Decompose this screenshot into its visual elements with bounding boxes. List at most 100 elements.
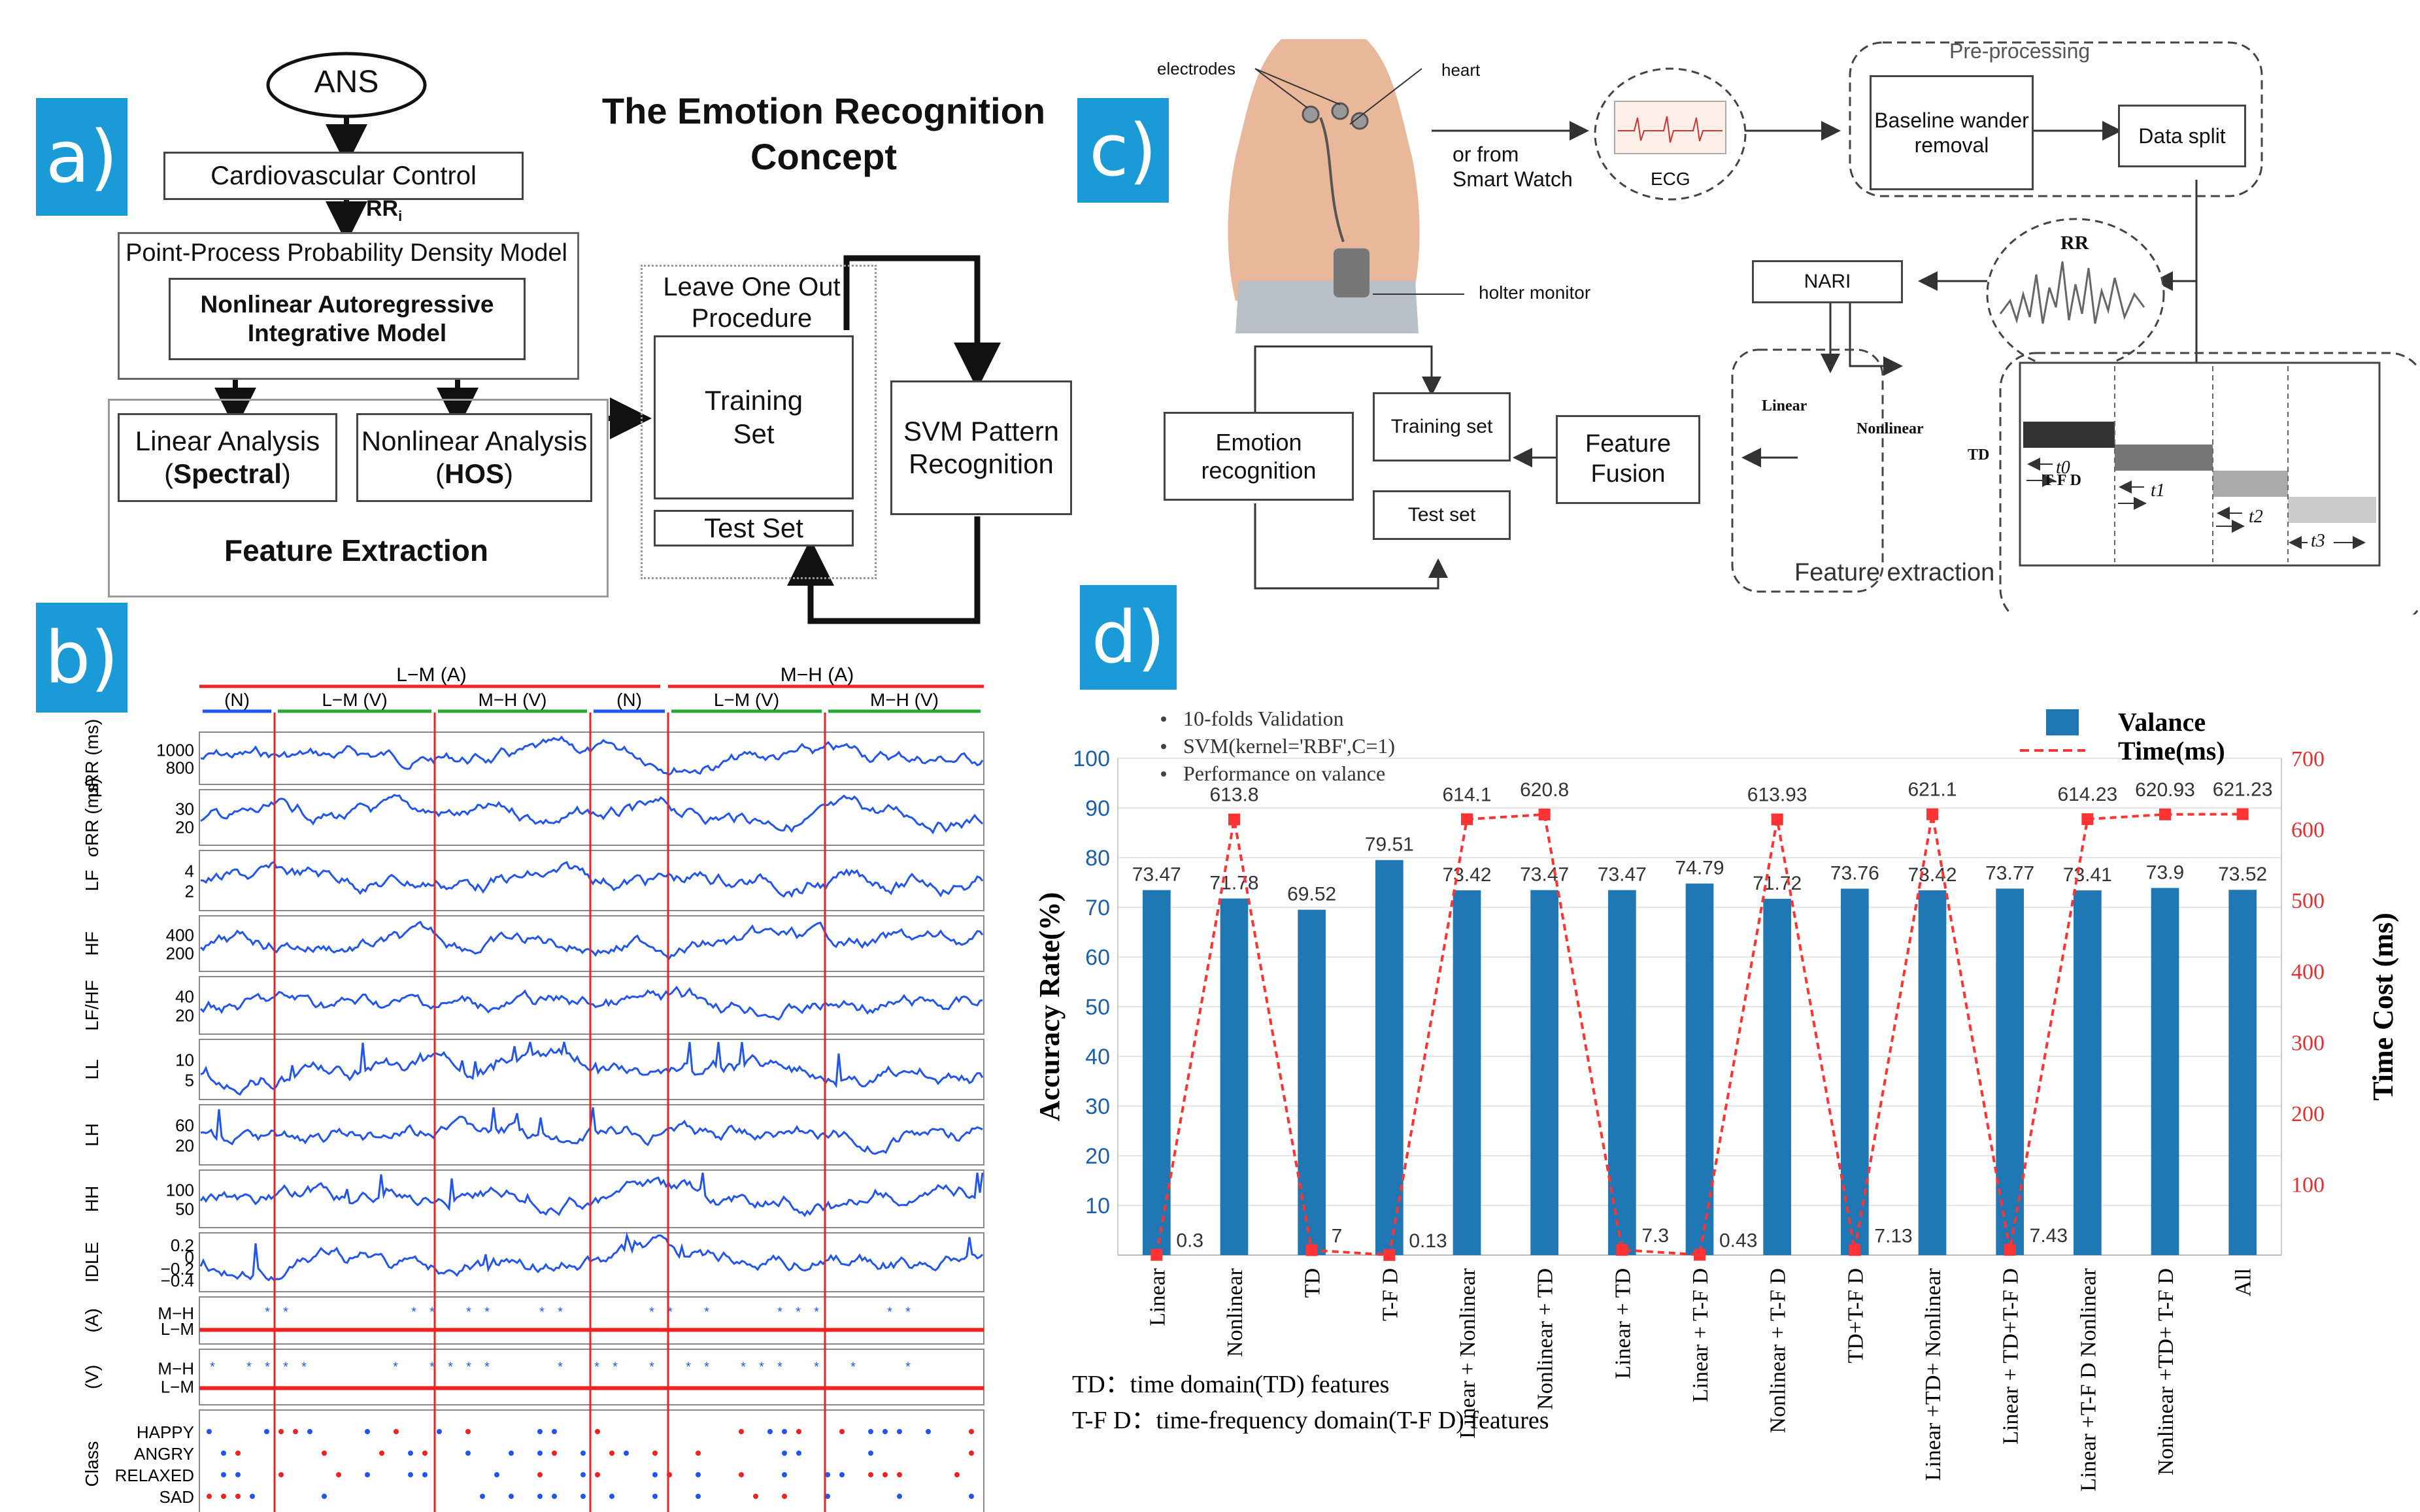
category-label-9: TD+T-F D <box>1843 1268 1868 1363</box>
bar-label-9: 73.76 <box>1830 862 1879 884</box>
class-dot <box>868 1451 873 1456</box>
marker-10: * <box>210 1360 215 1375</box>
linear-block-label: Linear <box>1762 397 1807 414</box>
class-dot <box>839 1472 845 1477</box>
top-label-1: M−H (A) <box>781 667 854 686</box>
panel-label-b: b) <box>36 603 127 713</box>
row-1-tick-1: 20 <box>175 818 194 837</box>
marker-9: * <box>667 1305 673 1320</box>
nonlinear-analysis-sub: (HOS) <box>435 458 513 489</box>
heart-label: heart <box>1441 60 1481 80</box>
row-4-tick-1: 20 <box>175 1006 194 1026</box>
row-11-tick-0: HAPPY <box>137 1422 194 1442</box>
bar-2 <box>1298 909 1326 1255</box>
footnote-1: T-F D：time-frequency domain(T-F D) featu… <box>1072 1407 1549 1434</box>
t1-label: t1 <box>2151 480 2165 501</box>
bar-6 <box>1607 890 1636 1255</box>
feature-extraction-box <box>108 399 609 597</box>
baseline-box: Baseline wander removal <box>1870 75 2034 190</box>
footnote-0: TD：time domain(TD) features <box>1072 1371 1389 1398</box>
trace-frame-7 <box>199 1169 984 1228</box>
time-point-9 <box>1849 1244 1861 1256</box>
class-dot <box>336 1472 341 1477</box>
marker-10: * <box>613 1360 618 1375</box>
class-dot <box>365 1472 370 1477</box>
trace-2 <box>200 860 984 898</box>
y2-tick-0: 100 <box>2291 1173 2325 1197</box>
time-label-14: 621.23 <box>2213 779 2273 801</box>
class-dot <box>394 1429 399 1434</box>
row-9-tick-0: M−H <box>158 1303 194 1323</box>
class-dot <box>408 1472 413 1477</box>
sub-label-1: L−M (V) <box>322 690 387 710</box>
class-dot <box>782 1472 787 1477</box>
marker-9: * <box>411 1305 416 1320</box>
y-tick-0: 10 <box>1085 1194 1110 1218</box>
preprocessing-label: Pre-processing <box>1949 39 2091 63</box>
trace-8 <box>199 1232 984 1282</box>
row-11-tick-3: SAD <box>160 1487 194 1507</box>
bar-label-0: 73.47 <box>1132 864 1181 886</box>
row-label-5: LL <box>82 1059 102 1079</box>
category-label-14: All <box>2232 1268 2256 1296</box>
feature-fusion-box: Feature Fusion <box>1556 415 1700 504</box>
y-tick-8: 90 <box>1085 796 1110 821</box>
class-dot <box>696 1472 701 1477</box>
time-label-4: 614.1 <box>1442 784 1491 805</box>
row-11-tick-2: RELAXED <box>115 1466 194 1485</box>
time-point-1 <box>1228 813 1240 826</box>
bar-label-7: 74.79 <box>1675 858 1724 879</box>
nonlinear-analysis-label: Nonlinear Analysis <box>361 425 588 456</box>
row-10-tick-0: M−H <box>158 1358 194 1378</box>
emotion-label: Emotion recognition <box>1201 428 1317 484</box>
class-dot <box>235 1472 241 1477</box>
bar-label-10: 73.42 <box>1907 864 1957 886</box>
bar-label-13: 73.9 <box>2146 862 2184 883</box>
bar-label-11: 73.77 <box>1985 862 2034 884</box>
td-block-label: TD <box>1968 446 1990 463</box>
marker-9: * <box>777 1305 782 1320</box>
class-dot <box>235 1494 241 1499</box>
note-bullet-2 <box>1161 771 1166 777</box>
bar-label-4: 73.42 <box>1442 864 1491 886</box>
nari-box: NARI <box>1752 260 1903 303</box>
marker-10: * <box>393 1360 398 1375</box>
y-tick-1: 20 <box>1085 1144 1110 1169</box>
y2-tick-2: 300 <box>2291 1031 2325 1055</box>
feature-extraction-c-label: Feature extraction <box>1794 559 1995 586</box>
class-dot <box>552 1494 557 1499</box>
class-dot <box>969 1494 974 1499</box>
t2-label: t2 <box>2249 507 2263 527</box>
time-label-8: 613.93 <box>1747 784 1807 805</box>
class-dot <box>509 1451 514 1456</box>
marker-9: * <box>905 1305 911 1320</box>
note-0: 10-folds Validation <box>1183 707 1344 730</box>
class-dot <box>278 1429 284 1434</box>
legend-bar-label: Valance <box>2118 707 2206 737</box>
row-label-2: LF <box>82 870 102 892</box>
time-point-8 <box>1771 813 1783 826</box>
class-dot <box>580 1472 586 1477</box>
category-label-2: TD <box>1301 1268 1325 1298</box>
class-dot <box>868 1429 873 1434</box>
baseline-label: Baseline wander removal <box>1874 108 2029 157</box>
marker-10: * <box>905 1360 911 1375</box>
class-dot <box>422 1451 428 1456</box>
time-label-10: 621.1 <box>1907 779 1957 801</box>
electrodes-label: electrodes <box>1157 59 1235 78</box>
class-dot <box>739 1472 744 1477</box>
class-dot <box>379 1451 384 1456</box>
row-7-tick-1: 50 <box>175 1200 194 1219</box>
class-dot <box>882 1472 888 1477</box>
trace-frame-11 <box>199 1409 984 1512</box>
ans-node: ANS <box>314 65 379 99</box>
marker-9: * <box>429 1305 435 1320</box>
class-dot <box>437 1429 442 1434</box>
category-label-7: Linear + T-F D <box>1689 1268 1713 1402</box>
trace-frame-8 <box>199 1232 984 1292</box>
marker-10: * <box>301 1360 307 1375</box>
marker-10: * <box>704 1360 709 1375</box>
bar-8 <box>1763 898 1792 1255</box>
row-8-tick-0: 0.2 <box>171 1235 194 1255</box>
class-dot <box>537 1451 543 1456</box>
